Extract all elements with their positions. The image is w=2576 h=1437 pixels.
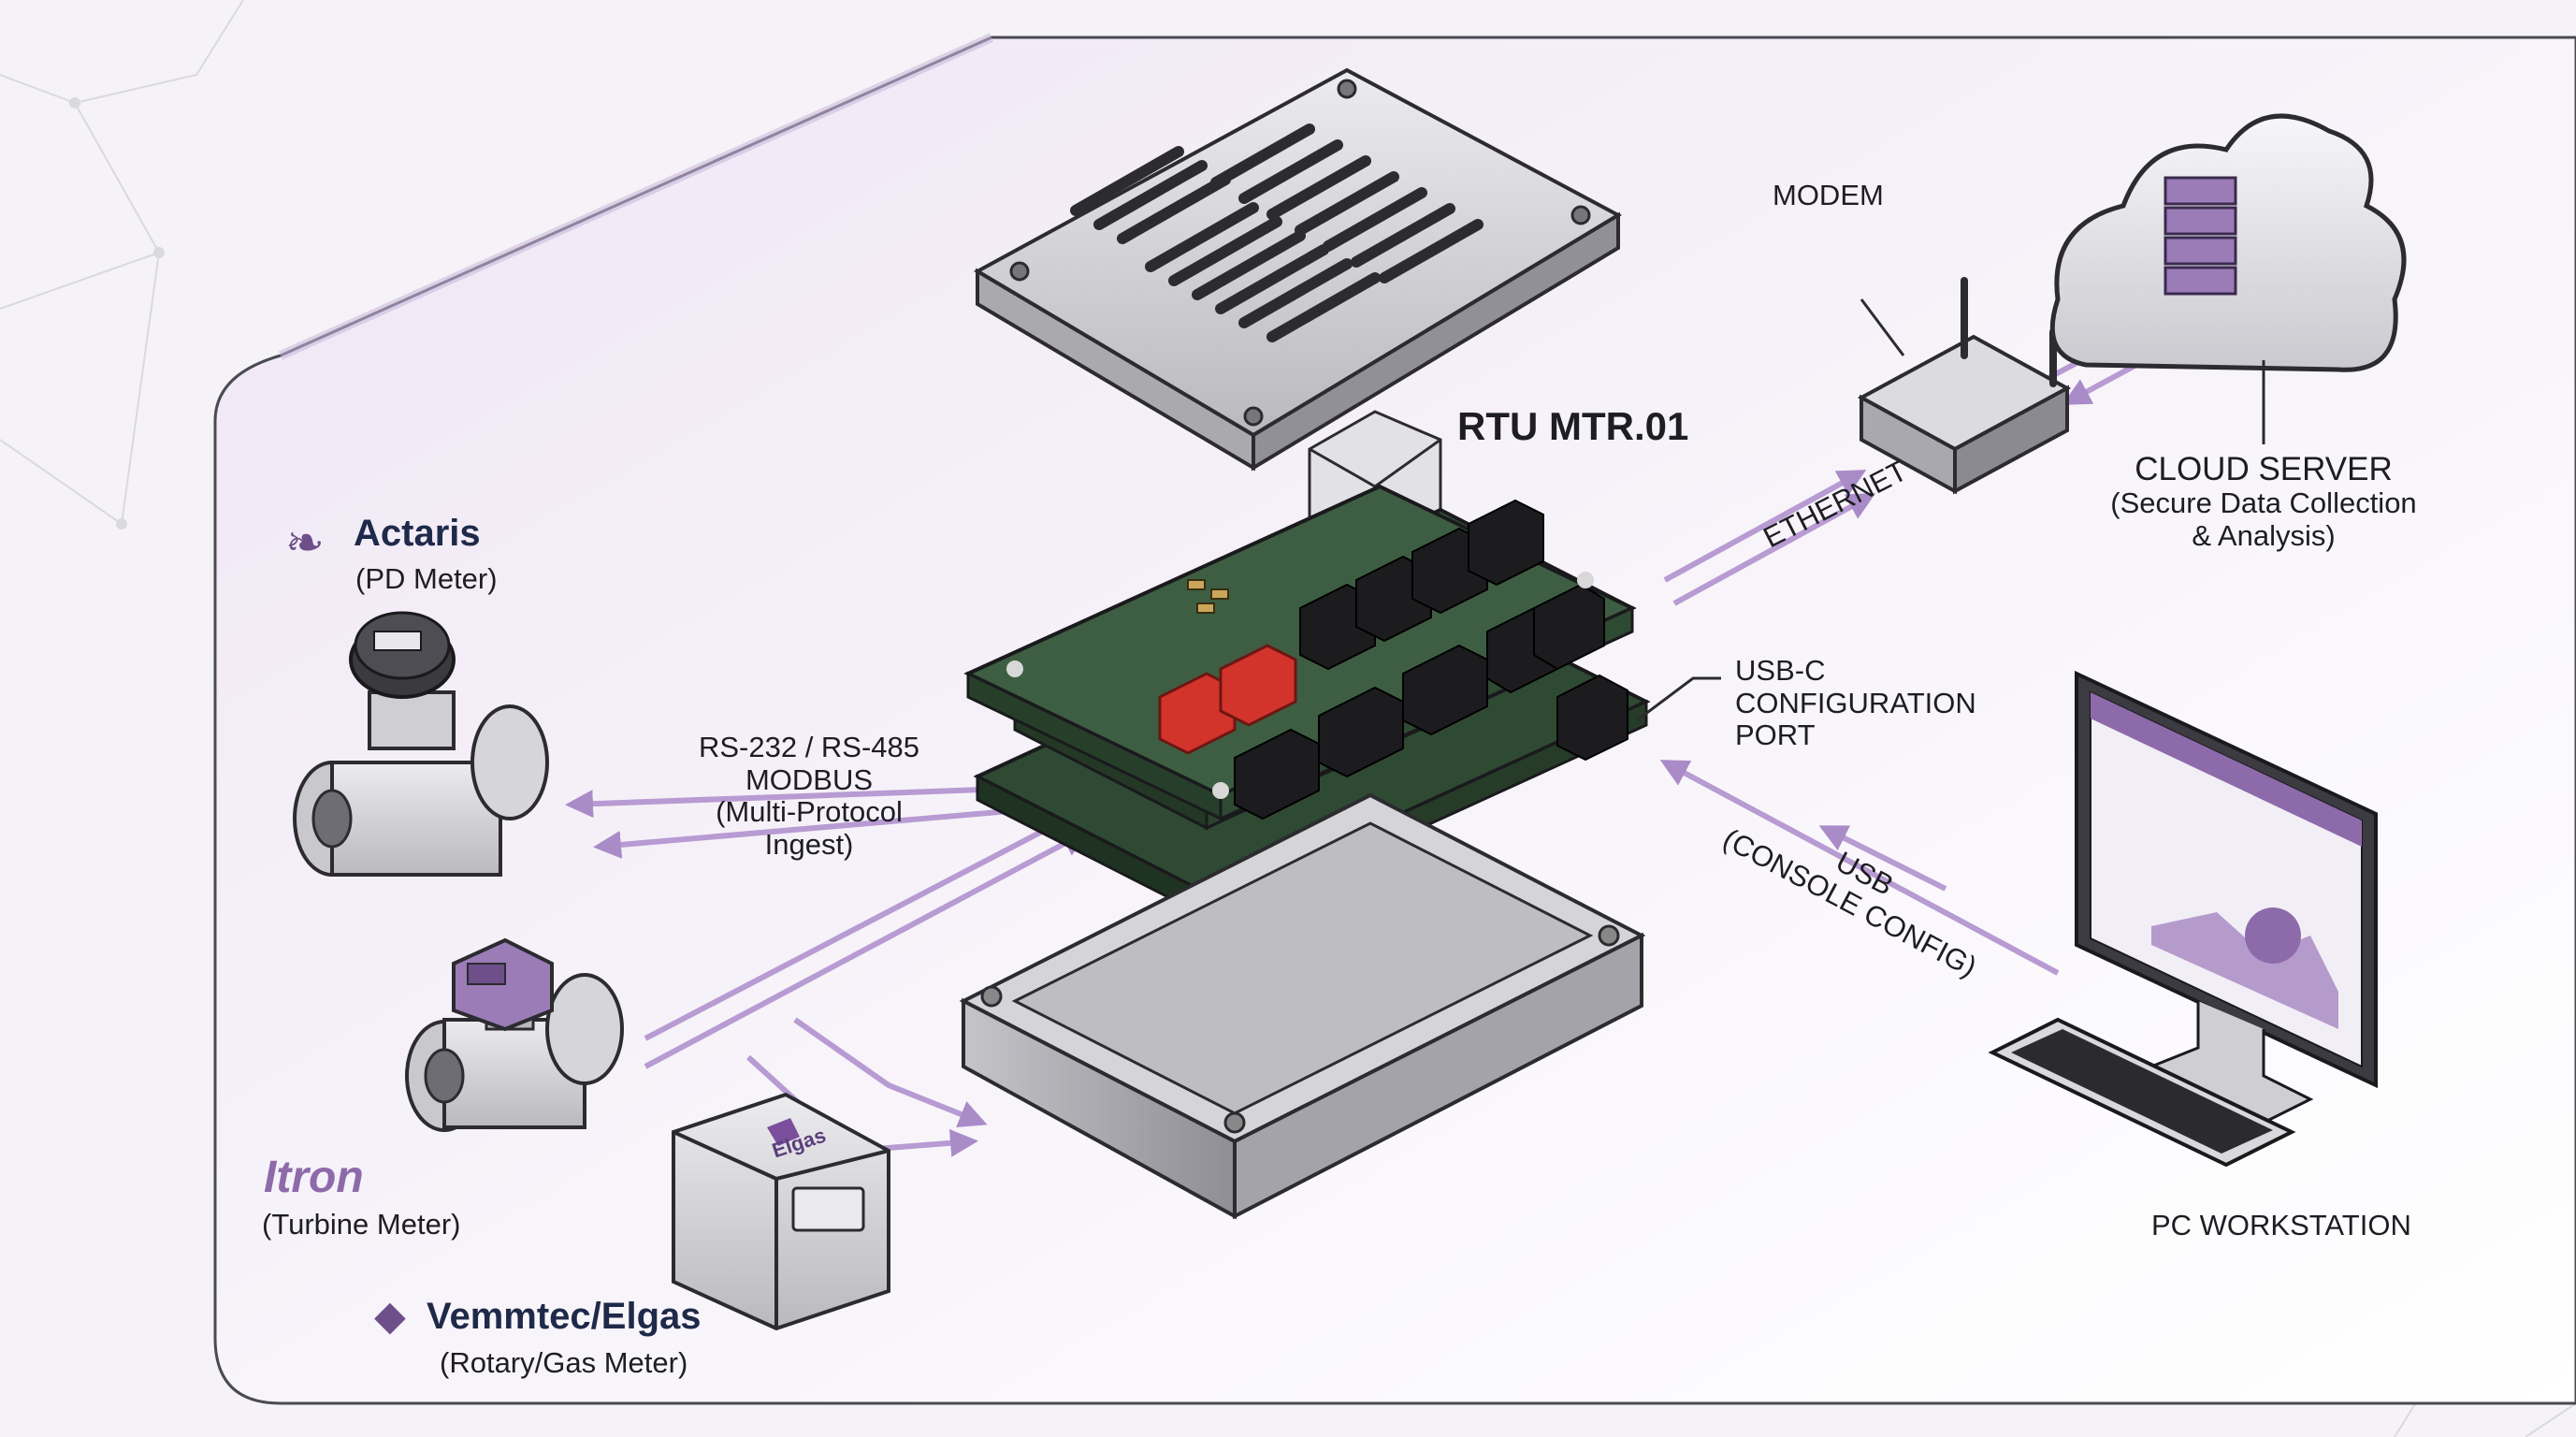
cloud-server-label: CLOUD SERVER (Secure Data Collection & A… bbox=[2110, 451, 2417, 552]
pc-workstation-label: PC WORKSTATION bbox=[2151, 1209, 2411, 1241]
elgas-rotary-meter bbox=[672, 1092, 890, 1331]
vemmtec-meter-type: (Rotary/Gas Meter) bbox=[440, 1346, 688, 1379]
device-title: RTU MTR.01 bbox=[1457, 404, 1689, 448]
actaris-pd-meter bbox=[293, 611, 549, 877]
serial-link-label: RS-232 / RS-485 MODBUS (Multi-Protocol I… bbox=[698, 731, 920, 862]
modem-label: MODEM bbox=[1773, 179, 1884, 211]
enclosure-lid bbox=[973, 67, 1623, 472]
usb-c-leader-line bbox=[1636, 676, 1721, 722]
pc-workstation bbox=[1988, 670, 2378, 1168]
enclosure-base bbox=[959, 792, 1646, 1220]
ethernet-arrows bbox=[1663, 470, 1876, 606]
actaris-brand-label: Actaris bbox=[354, 513, 481, 554]
modem bbox=[1857, 277, 2072, 495]
usb-c-port-label: USB-C CONFIGURATION PORT bbox=[1735, 654, 1976, 752]
actaris-logo-icon: ❧ bbox=[285, 516, 325, 569]
cloud-server bbox=[2049, 113, 2407, 444]
usb-console-arrows bbox=[1659, 760, 2060, 976]
itron-turbine-meter bbox=[405, 937, 624, 1132]
itron-meter-type: (Turbine Meter) bbox=[262, 1208, 461, 1241]
actaris-meter-type: (PD Meter) bbox=[355, 562, 498, 595]
vemmtec-diamond-icon: ◆ bbox=[374, 1293, 406, 1339]
itron-brand-label: Itron bbox=[264, 1153, 364, 1202]
vemmtec-brand-label: Vemmtec/Elgas bbox=[427, 1296, 702, 1337]
